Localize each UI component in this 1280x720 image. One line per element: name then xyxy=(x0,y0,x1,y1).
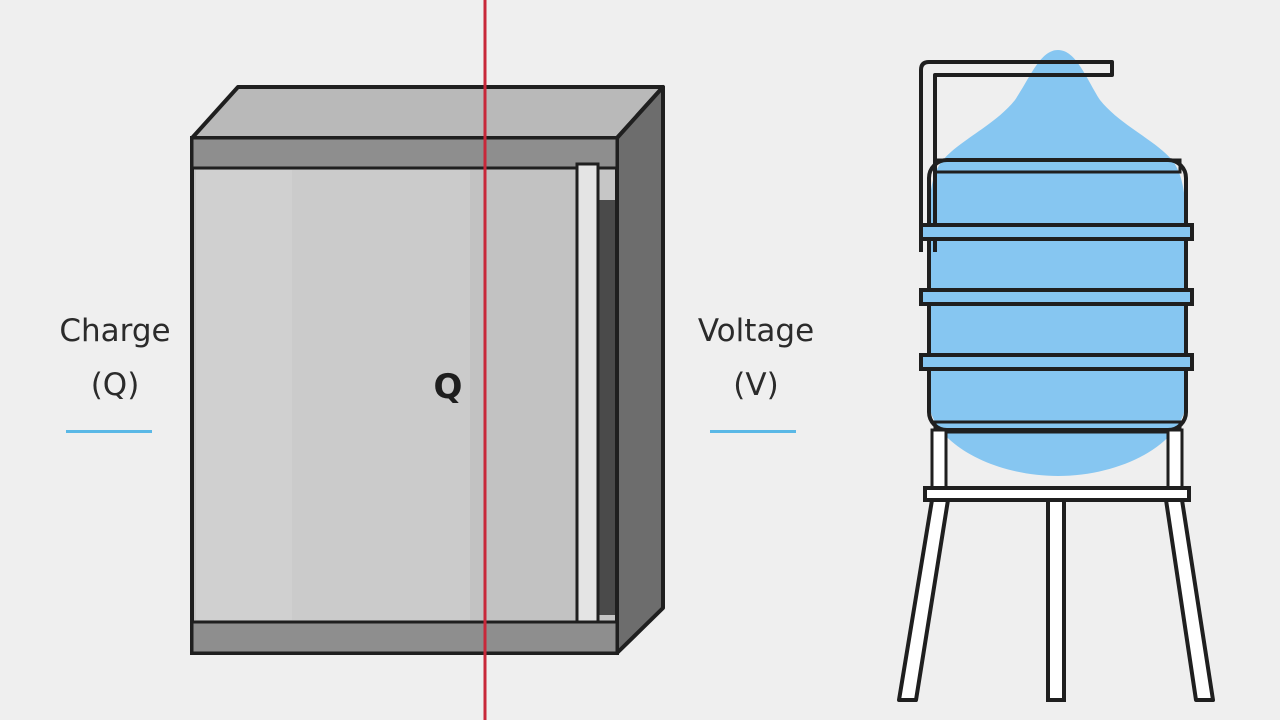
tank-band-3 xyxy=(919,353,1194,371)
inlet-pipe xyxy=(919,60,1114,252)
charge-label-title: Charge xyxy=(59,313,171,349)
cabinet-capacitor-icon xyxy=(190,85,665,655)
cabinet-bottom-band xyxy=(190,620,619,655)
water-tank-icon xyxy=(897,50,1215,702)
stand-leg-right xyxy=(1164,498,1215,702)
voltage-label: Voltage (V) xyxy=(666,304,846,412)
voltage-label-title: Voltage xyxy=(697,313,815,349)
cabinet-top-face xyxy=(190,85,665,140)
stand-leg-middle xyxy=(1046,498,1066,702)
cabinet-door-handle xyxy=(575,162,600,624)
stand-leg-left xyxy=(897,498,950,702)
tank-band-1 xyxy=(919,223,1194,241)
tank-band-top xyxy=(933,158,1182,174)
tank-support-left xyxy=(930,428,948,492)
water-fill-shape xyxy=(929,50,1186,476)
tank-support-right xyxy=(1166,428,1184,492)
voltage-underline xyxy=(710,430,796,433)
cabinet-door-shade-left xyxy=(196,170,292,620)
tank-band-bottom xyxy=(933,420,1182,434)
charge-label-symbol: (Q) xyxy=(90,367,140,403)
cabinet-charge-mark: Q xyxy=(433,367,463,407)
tank-band-2 xyxy=(919,288,1194,306)
cabinet-top-band xyxy=(190,136,619,170)
charge-underline xyxy=(66,430,152,433)
cabinet-door-gap xyxy=(598,200,615,615)
voltage-label-symbol: (V) xyxy=(733,367,779,403)
cabinet-door-shade-right xyxy=(470,170,576,620)
charge-label: Charge (Q) xyxy=(30,304,200,412)
cabinet-side-face xyxy=(615,85,665,655)
